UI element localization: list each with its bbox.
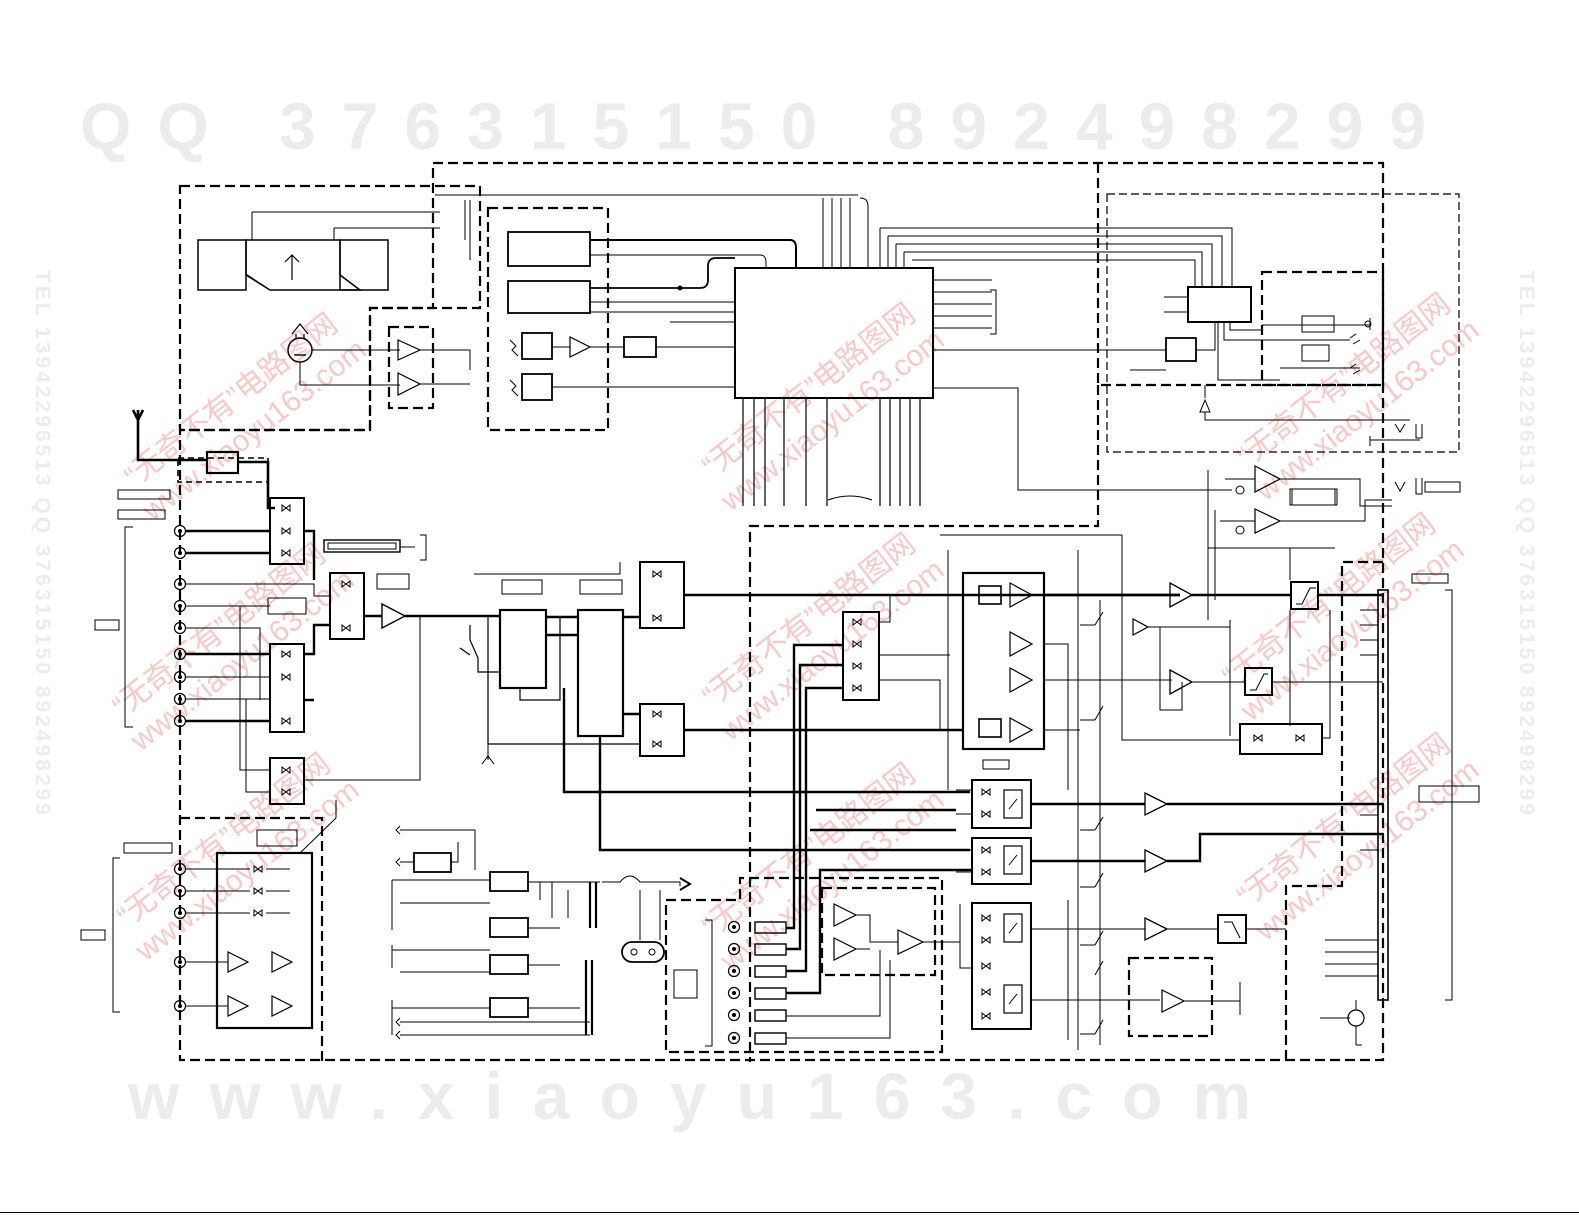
- output-connector: [1320, 573, 1480, 1046]
- power-supply: [391, 825, 692, 1040]
- bottom-rule: [0, 1212, 1579, 1213]
- input-jacks: [94, 497, 500, 805]
- antenna-tuner: [117, 409, 275, 520]
- audio-section: [842, 488, 1383, 790]
- deck-mechanism: [197, 200, 471, 396]
- main-micro: [435, 194, 1233, 506]
- section-boundaries: [177, 161, 1385, 1062]
- front-panel-outline: [1106, 193, 1460, 453]
- power-amp-channels: [956, 550, 1383, 1050]
- lower-input-module: [80, 800, 337, 1030]
- watermark-side-left: TEL 13942296513 QQ 376315150 892498299: [31, 270, 54, 818]
- watermark-top: QQ 376315150 892498299: [80, 89, 1453, 163]
- watermark-bottom: www.xiaoyu163.com: [128, 1059, 1282, 1133]
- front-panel: [1130, 286, 1423, 446]
- cd-module: [507, 231, 797, 401]
- headphone-mic: [1207, 423, 1461, 620]
- aux-module: [673, 643, 972, 1047]
- dsp-chain: [459, 561, 1180, 852]
- watermark-side-right: TEL 13942296513 QQ 376315150 892498299: [1515, 270, 1538, 818]
